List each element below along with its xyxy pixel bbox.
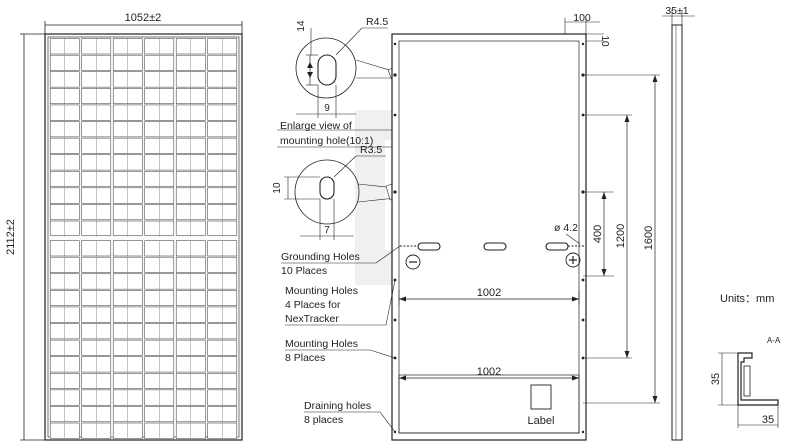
callout-draining: Draining holes 8 places — [304, 400, 396, 433]
frame-dots — [393, 42, 585, 434]
callout-nextracker-line2: 4 Places for — [285, 299, 341, 311]
callout-nextracker: Mounting Holes 4 Places for NexTracker — [285, 279, 396, 326]
callout-draining-line1: Draining holes — [304, 400, 371, 412]
callout-draining-line2: 8 places — [304, 414, 343, 426]
callout-nextracker-line1: Mounting Holes — [285, 285, 358, 297]
section-title: A-A — [767, 336, 781, 345]
enlarge-view-top: 14 R4.5 9 — [295, 16, 403, 118]
label-box-text: Label — [528, 415, 555, 427]
callout-grounding: Grounding Holes 10 Places — [281, 245, 401, 277]
slot-large-height: 14 — [296, 20, 307, 32]
callout-mounting-line2: 8 Places — [285, 352, 325, 364]
grounding-hole-center — [483, 242, 507, 251]
grounding-holes-right — [545, 242, 584, 251]
width-upper-label: 1002 — [477, 287, 501, 299]
label-box — [530, 384, 552, 410]
cell-grid — [49, 38, 238, 439]
mounting-slot-large — [317, 54, 337, 86]
slot-small-radius: R3.5 — [360, 144, 382, 156]
section-a-a: A-A 35 35 — [710, 336, 781, 428]
grounding-holes-left — [400, 242, 441, 251]
callout-grounding-line2: 10 Places — [281, 265, 327, 277]
section-width-label: 35 — [762, 414, 774, 426]
hole-diameter-label: ø 4.2 — [554, 222, 578, 234]
slot-small-width: 7 — [324, 225, 330, 236]
dim-1200-label: 1200 — [615, 224, 627, 248]
lower-frame-band — [398, 374, 580, 434]
callout-nextracker-line3: NexTracker — [285, 313, 339, 325]
enlarge-caption-line1: Enlarge view of — [280, 120, 352, 132]
top-offset-label: 100 — [573, 12, 591, 24]
callout-mounting-line1: Mounting Holes — [285, 338, 358, 350]
mounting-slot-small — [319, 176, 335, 200]
front-width-label: 1052±2 — [125, 12, 162, 24]
slot-large-width: 9 — [324, 103, 330, 114]
slot-small-height: 10 — [272, 182, 283, 194]
callout-mounting: Mounting Holes 8 Places — [285, 338, 396, 364]
enlarge-caption-line2: mounting hole(10:1) — [280, 135, 373, 147]
width-lower-label: 1002 — [477, 366, 501, 378]
units-label: Units：mm — [720, 293, 774, 305]
enlarge-caption: Enlarge view of mounting hole(10:1) — [277, 120, 392, 148]
positive-terminal-icon — [565, 252, 581, 268]
frame-profile — [737, 352, 779, 406]
slot-large-radius: R4.5 — [366, 16, 388, 28]
dim-1600-label: 1600 — [643, 226, 655, 250]
back-frame-outer — [391, 33, 587, 441]
section-height-label: 35 — [710, 373, 722, 385]
front-view: 1052±2 2112±2 — [5, 12, 243, 441]
side-profile — [671, 24, 683, 441]
callout-grounding-line1: Grounding Holes — [281, 251, 360, 263]
side-view: 35±1 — [662, 5, 695, 441]
thickness-label: 35±1 — [665, 5, 688, 17]
negative-terminal-icon — [405, 254, 421, 270]
back-view: Label ø 4.2 — [391, 12, 660, 441]
front-height-label: 2112±2 — [5, 219, 17, 255]
dim-400-label: 400 — [592, 225, 604, 243]
top-small-offset-label: 10 — [599, 35, 610, 47]
